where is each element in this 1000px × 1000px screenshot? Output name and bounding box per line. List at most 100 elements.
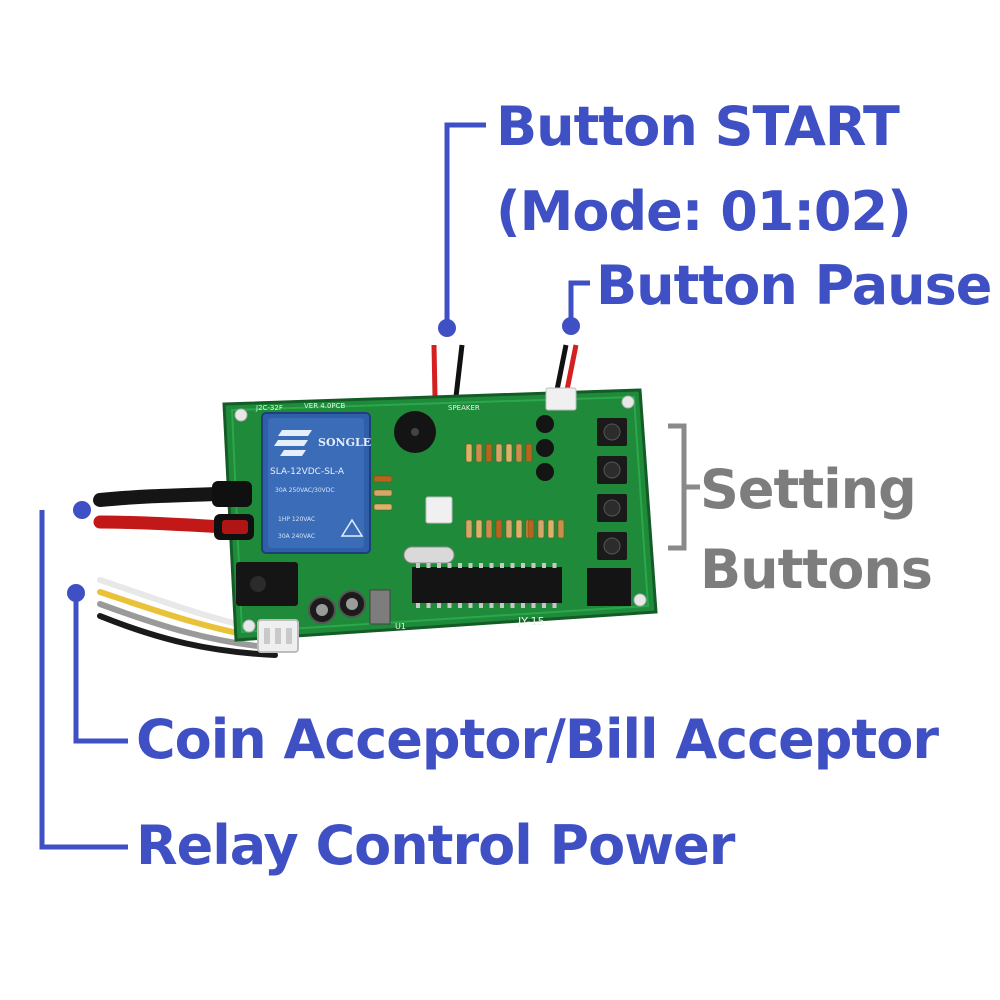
relay-warning-triangle-icon: [340, 518, 364, 537]
mounting-hole: [242, 619, 256, 633]
ic-pin: [479, 563, 483, 568]
resistor: [505, 519, 513, 539]
terminal-plug-stripe: [222, 520, 248, 534]
resistor: [515, 443, 523, 463]
speaker-hole: [411, 428, 419, 436]
resistor: [547, 519, 555, 539]
start-callout-line: [444, 122, 486, 330]
acceptor-wire-gray: [97, 601, 278, 651]
transistors: [536, 415, 554, 481]
ic-pin: [426, 563, 431, 568]
resistor: [485, 443, 493, 463]
eeprom-chip: [587, 568, 631, 606]
relay-logo-stripe: [274, 440, 308, 446]
ic-pin: [531, 563, 536, 568]
connector-pin: [275, 628, 281, 644]
relay: SONGLE SLA-12VDC-SL-A 30A 250VAC/30VDC 1…: [261, 412, 371, 554]
relay-brand-text: SONGLE: [318, 436, 371, 449]
setting-button-cap: [603, 537, 621, 555]
connector-pin: [286, 628, 292, 644]
ic-pin: [510, 563, 515, 568]
relay-rating-3-text: 30A 240VAC: [278, 533, 315, 540]
resistor: [515, 519, 523, 539]
ic-pin: [468, 603, 473, 608]
transistor: [536, 415, 554, 433]
mounting-hole: [234, 408, 248, 422]
ic-pin: [426, 603, 431, 608]
setting-button-cap: [603, 423, 621, 441]
pause-wire-black: [554, 344, 569, 391]
terminal-plug-black: [212, 481, 252, 507]
resistor: [373, 475, 393, 483]
ic-pin: [500, 603, 504, 608]
transistor: [536, 463, 554, 481]
button-pause-label: Button Pause: [596, 254, 992, 317]
ic-pin: [542, 603, 546, 608]
setting-label: Setting: [700, 458, 917, 521]
resistor: [465, 519, 473, 539]
mounting-hole: [621, 395, 635, 409]
start-connector: [425, 496, 453, 524]
relay-logo-stripe: [278, 430, 312, 436]
dc-jack: [236, 562, 298, 606]
ic-pin: [521, 563, 525, 568]
resistor: [465, 443, 473, 463]
setting-buttons-bracket: [668, 423, 700, 551]
capacitor-top: [346, 598, 358, 610]
mounting-holes: [234, 395, 647, 633]
ic-pin: [531, 603, 536, 608]
resistor: [537, 519, 545, 539]
pcb-board-highlight: [230, 395, 650, 634]
capacitor-top: [316, 604, 328, 616]
ic-pin: [542, 563, 546, 568]
ic-pin: [416, 603, 420, 608]
callout-dots: [67, 317, 580, 602]
ic-pin: [521, 603, 525, 608]
ic-pin: [437, 603, 441, 608]
button-start-mode-label: (Mode: 01:02): [496, 180, 912, 243]
pcb-version-text: VER 4.0PCB: [304, 402, 346, 410]
dc-jack-hole: [250, 576, 266, 592]
pause-button-wires: [554, 344, 579, 391]
resistor: [475, 519, 483, 539]
crystal: [403, 546, 455, 564]
ic-pin: [447, 603, 452, 608]
relay-rating-1-text: 30A 250VAC/30VDC: [275, 487, 335, 494]
ic-pin: [468, 563, 473, 568]
relay-power-callout-dot: [73, 501, 91, 519]
start-callout-dot: [438, 319, 456, 337]
ic-pin: [458, 563, 462, 568]
resistor: [495, 519, 503, 539]
resistor: [475, 443, 483, 463]
pcb-code-text: J2C-32F: [255, 404, 283, 412]
coin-callout-dot: [67, 584, 85, 602]
ic-pin: [500, 563, 504, 568]
relay-logo-stripe: [280, 450, 306, 456]
ic-pin: [552, 603, 557, 608]
ic-pin: [416, 563, 420, 568]
ic-pin: [489, 603, 494, 608]
ic-pin: [447, 563, 452, 568]
setting-button-cap: [603, 461, 621, 479]
pause-callout-line: [568, 280, 590, 326]
ic-pin: [479, 603, 483, 608]
setting-button-cap: [603, 499, 621, 517]
resistor: [485, 519, 493, 539]
voltage-regulator: [369, 589, 391, 625]
transistor: [536, 439, 554, 457]
resistor: [373, 489, 393, 497]
ic-pin: [489, 563, 494, 568]
pcb-model-text: JY-15: [517, 615, 545, 628]
relay-rating-2-text: 1HP 120VAC: [278, 516, 315, 523]
callout-lines: [39, 122, 590, 850]
connector-pin: [264, 628, 270, 644]
acceptor-connector-pins: [264, 628, 292, 644]
pause-connector: [545, 387, 577, 411]
button-start-label: Button START: [496, 95, 900, 158]
acceptor-wire-black: [97, 613, 278, 658]
mounting-hole: [633, 593, 647, 607]
buttons-label: Buttons: [700, 538, 933, 601]
ic-pin: [552, 563, 557, 568]
